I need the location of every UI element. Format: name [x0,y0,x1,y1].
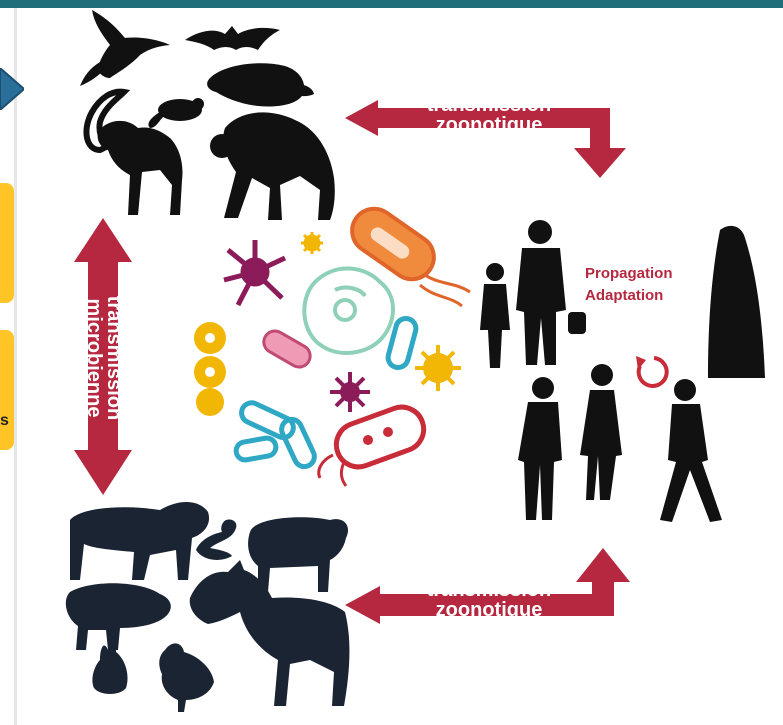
bacillus-orange-icon [350,206,471,308]
vertical-arrow-label: transmission microbienne [83,270,125,446]
bacteria-yellow-chain-icon [194,322,226,416]
virus-purple-icon [223,240,287,307]
monkey-silhouette [97,120,183,215]
top-arrow-label: transmission zoonotique [400,95,578,135]
vertical-arrow-label-line2: microbienne [83,298,105,418]
virus-purple-small-icon [330,372,370,412]
humans-silhouettes [480,220,765,522]
left-tab-2[interactable] [0,330,14,450]
adaptation-label: Adaptation [585,287,664,304]
top-zoonotic-arrow-left [345,100,590,136]
nav-arrow-icon[interactable] [0,68,24,110]
horse-silhouette [189,560,350,706]
bird-silhouette [92,10,170,78]
sheep-silhouette [248,517,349,592]
person-man-center [518,377,562,520]
virus-yellow-icon [415,345,461,391]
left-tab-partial-label: s [0,412,9,429]
bottom-arrow-label-line2: zoonotique [435,599,543,621]
duck-silhouette [196,519,237,560]
left-panel-edge [14,8,17,725]
person-veiled [708,225,765,378]
left-tab-1[interactable] [0,183,14,303]
bottom-arrow-label-line1: transmission [426,579,552,601]
top-arrow-label-line1: transmission [426,94,552,116]
wild-animals-silhouettes [80,10,335,220]
amoeba-green-icon [302,266,395,355]
virus-yellow-small-icon [301,232,323,254]
chimp-silhouette [223,112,335,220]
bottom-arrow-label: transmission zoonotique [400,580,578,620]
humans-label: Propagation Adaptation [585,263,673,307]
vertical-arrow-label-line1: transmission [103,295,125,421]
rat-silhouette [158,99,202,121]
person-child [480,263,510,368]
chicken-silhouette [159,643,214,712]
bacteria-pink-icon [262,329,312,369]
vertical-microbial-arrow [74,218,132,495]
bottom-zoonotic-arrow-up [576,548,630,616]
bacteria-red-icon [317,404,427,487]
bacteria-blue-cluster-icon [233,400,317,470]
bacillus-blue-icon [385,316,419,370]
cow-silhouette [70,501,210,580]
top-zoonotic-arrow-down [574,108,626,178]
top-accent-bar [0,0,783,8]
pig-silhouette [65,583,171,650]
bottom-zoonotic-arrow-left [345,586,592,624]
person-adult [516,220,586,365]
person-woman [580,364,622,500]
beaver-silhouette [207,63,305,107]
person-walking [660,379,722,522]
top-arrow-label-line2: zoonotique [435,114,543,136]
microbes-cluster [194,206,471,487]
cycle-icon [636,356,669,388]
arrows [74,100,630,624]
propagation-label: Propagation [585,265,673,282]
rabbit-silhouette [92,642,128,694]
bat-silhouette [185,26,280,50]
domestic-animals-silhouettes [65,501,350,712]
